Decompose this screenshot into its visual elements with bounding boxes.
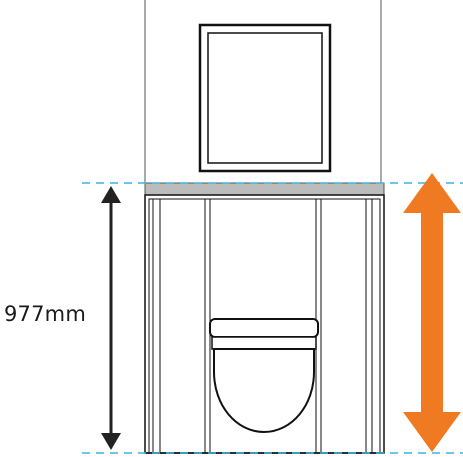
highlight-arrow-icon [403, 173, 461, 452]
dimension-arrow-icon [101, 186, 121, 450]
toilet-seat-band [211, 336, 317, 350]
wall-mirror [198, 23, 332, 173]
toilet-bowl [213, 348, 315, 434]
toilet-lid [209, 318, 319, 338]
dimension-label: 977mm [4, 302, 86, 326]
toilet [209, 318, 319, 434]
countertop [144, 182, 385, 196]
